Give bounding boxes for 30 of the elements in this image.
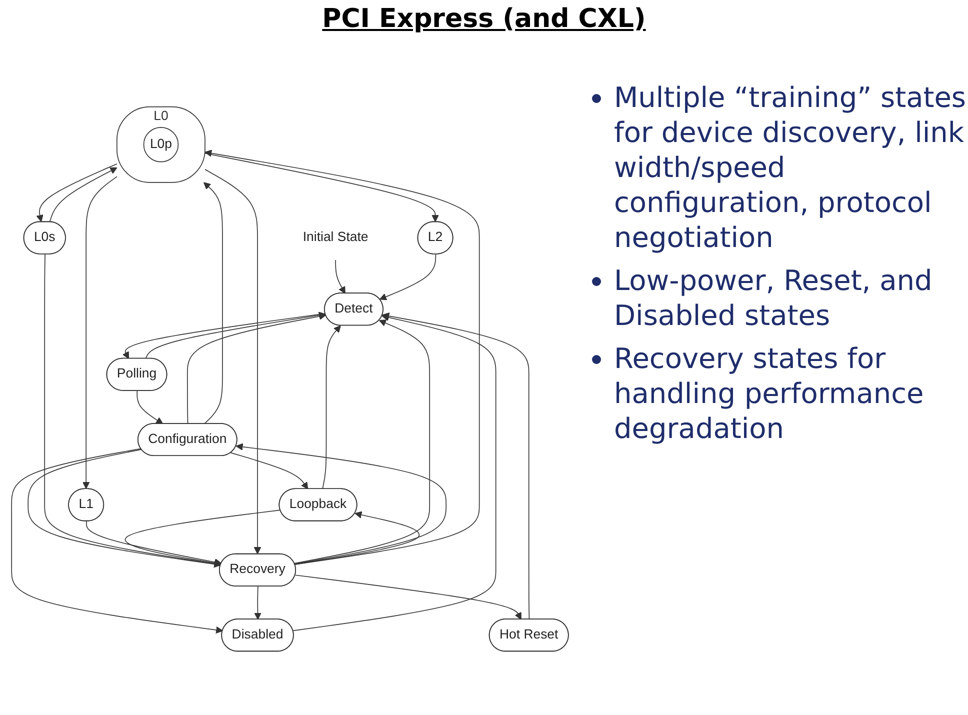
arrow xyxy=(186,312,326,424)
bullet-note: Multiple “training” states for device discovery, link width/speed configuration, protocol negotiation xyxy=(614,81,966,254)
arrow xyxy=(204,152,439,222)
arrow xyxy=(236,443,447,564)
arrow xyxy=(36,163,118,222)
arrow xyxy=(254,586,262,620)
arrow xyxy=(379,254,436,300)
arrow xyxy=(82,176,118,489)
arrow xyxy=(49,167,118,222)
arrow xyxy=(11,448,224,634)
arrow xyxy=(294,320,430,564)
arrow xyxy=(204,169,262,554)
arrow xyxy=(322,325,341,490)
arrow xyxy=(335,260,346,294)
bullet-note: Recovery states for handling performance degradation xyxy=(614,342,924,445)
arrow xyxy=(136,390,164,424)
arrow xyxy=(86,520,222,566)
arrow xyxy=(382,312,530,620)
node-text: Initial State xyxy=(302,230,368,244)
node-circle: L0p xyxy=(143,127,179,162)
arrow xyxy=(28,449,222,568)
arrow xyxy=(204,150,480,565)
arrow xyxy=(294,574,522,620)
bullet-note: Low-power, Reset, and Disabled states xyxy=(614,264,932,332)
arrow xyxy=(294,511,420,565)
arrow xyxy=(292,314,496,632)
title: PCI Express (and CXL) xyxy=(321,4,647,34)
arrow xyxy=(44,254,222,568)
arrow xyxy=(230,452,308,490)
arrow xyxy=(203,182,223,424)
